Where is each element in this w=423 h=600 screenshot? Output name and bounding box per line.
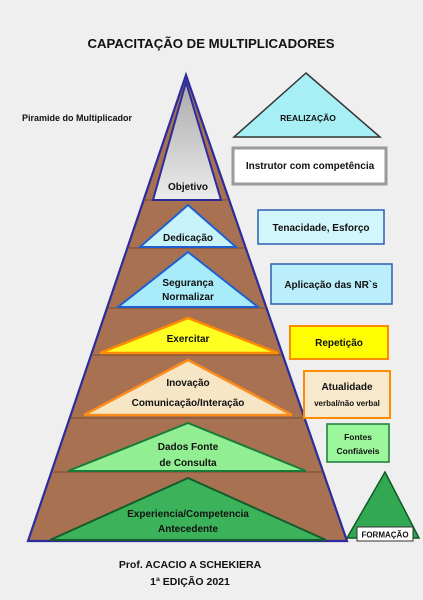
level-experiencia-label-2: Antecedente [158, 524, 218, 535]
level-dados-label-2: de Consulta [159, 458, 217, 469]
fontes-label-1: Fontes [344, 432, 372, 442]
level-objetivo-triangle [151, 78, 223, 201]
level-dedicacao-label: Dedicação [163, 233, 213, 244]
level-experiencia-triangle [49, 476, 327, 541]
level-seguranca-triangle [115, 250, 261, 308]
aplicacao-box [270, 263, 393, 305]
realizacao-label: REALIZAÇÃO [280, 113, 336, 123]
tenacidade-label: Tenacidade, Esforço [272, 223, 369, 234]
level-seguranca-label-2: Normalizar [162, 292, 214, 303]
repeticao-box [289, 325, 389, 360]
fontes-label-2: Confiáveis [337, 446, 380, 456]
repeticao-label: Repetição [315, 338, 363, 349]
level-inovacao-label-2: Comunicação/Interação [132, 398, 245, 409]
atualidade-label-2: verbal/não verbal [314, 399, 380, 408]
pyramid-label: Piramide do Multiplicador [22, 113, 133, 123]
fontes-box [326, 423, 390, 463]
instrutor-label: Instrutor com competência [246, 161, 375, 172]
realizacao-triangle [232, 72, 383, 138]
level-dedicacao-triangle [137, 203, 239, 248]
formacao-label-box [356, 526, 414, 542]
atualidade-label-1: Atualidade [321, 382, 373, 393]
level-exercitar-triangle [99, 316, 279, 355]
level-inovacao-triangle [83, 358, 293, 417]
level-objetivo-label: Objetivo [168, 182, 208, 193]
level-experiencia-label-1: Experiencia/Competencia [127, 509, 249, 520]
formacao-label: FORMAÇÃO [361, 531, 408, 540]
level-dados-triangle [67, 421, 307, 472]
edition: 1ª EDIÇÃO 2021 [150, 575, 230, 588]
instrutor-box [231, 146, 388, 186]
atualidade-box [303, 370, 391, 419]
level-seguranca-label-1: Segurança [162, 278, 214, 289]
tenacidade-box [257, 209, 385, 245]
page-title: CAPACITAÇÃO DE MULTIPLICADORES [88, 36, 335, 51]
author: Prof. ACACIO A SCHEKIERA [119, 559, 262, 571]
level-dados-label-1: Dados Fonte [158, 442, 219, 453]
level-exercitar-label: Exercitar [167, 334, 210, 345]
level-inovacao-label-1: Inovação [166, 378, 209, 389]
aplicacao-label: Aplicação das NR`s [284, 280, 378, 291]
